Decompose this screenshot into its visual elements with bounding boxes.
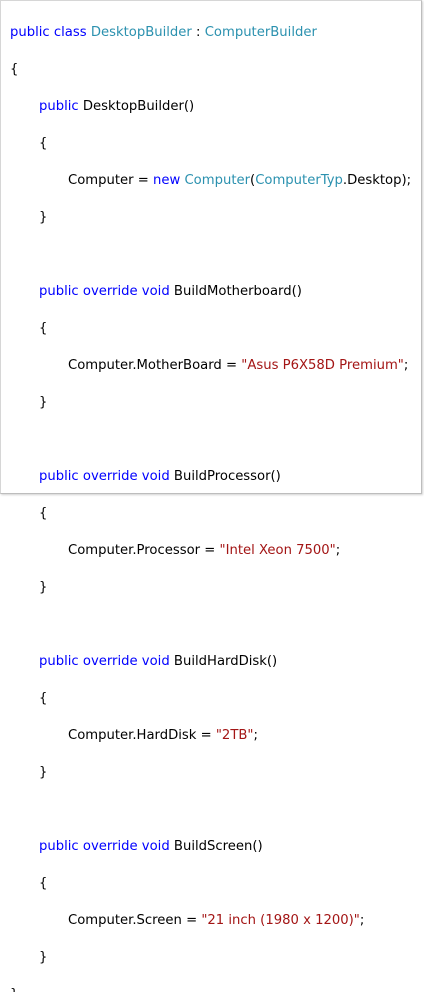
ctor-open-brace: { [10,135,411,154]
method-open-brace: { [10,690,411,709]
blank-line [10,801,411,820]
method-name: BuildMotherboard() [174,284,302,299]
assign-lhs: Computer.Screen = [68,913,201,928]
ctor-signature: DesktopBuilder() [83,99,194,114]
ctor-args-rest: .Desktop); [343,173,411,188]
assign-lhs: Computer.MotherBoard = [68,358,241,373]
ctor-close-brace: } [10,209,411,228]
base-class-name: ComputerBuilder [205,25,317,40]
ctor-declaration: public DesktopBuilder() [10,98,411,117]
class-declaration: public class DesktopBuilder : ComputerBu… [10,24,411,43]
blank-line [10,431,411,450]
method-open-brace: { [10,320,411,339]
code-block: public class DesktopBuilder : ComputerBu… [10,5,411,992]
computer-type: Computer [184,173,250,188]
class-modifiers: public class [10,25,87,40]
class-close-brace: } [10,986,411,992]
method-declaration: public override void BuildMotherboard() [10,283,411,302]
ctor-body-statement: Computer = new Computer(ComputerTyp.Desk… [10,172,411,191]
string-literal: "Intel Xeon 7500" [220,543,336,558]
method-declaration: public override void BuildProcessor() [10,468,411,487]
statement-end: ; [336,543,340,558]
method-close-brace: } [10,764,411,783]
method-modifiers: public override void [39,654,170,669]
method-modifiers: public override void [39,839,170,854]
blank-line [10,246,411,265]
assign-lhs: Computer.Processor = [68,543,220,558]
method-open-brace: { [10,875,411,894]
method-close-brace: } [10,579,411,598]
method-declaration: public override void BuildScreen() [10,838,411,857]
string-literal: "Asus P6X58D Premium" [241,358,404,373]
blank-line [10,616,411,635]
string-literal: "2TB" [216,728,254,743]
method-modifiers: public override void [39,284,170,299]
method-name: BuildProcessor() [174,469,281,484]
inheritance-colon: : [196,25,200,40]
assign-lhs: Computer.HardDisk = [68,728,216,743]
method-body-statement: Computer.Processor = "Intel Xeon 7500"; [10,542,411,561]
class-open-brace: { [10,61,411,80]
class-name: DesktopBuilder [91,25,192,40]
string-literal: "21 inch (1980 x 1200)" [201,913,360,928]
code-screenshot: public class DesktopBuilder : ComputerBu… [0,0,422,494]
statement-end: ; [360,913,364,928]
statement-end: ; [404,358,408,373]
ctor-assign-lhs: Computer = [68,173,153,188]
computer-typ-enum: ComputerTyp [255,173,343,188]
ctor-modifier: public [39,99,79,114]
method-body-statement: Computer.HardDisk = "2TB"; [10,727,411,746]
method-name: BuildHardDisk() [174,654,277,669]
method-name: BuildScreen() [174,839,263,854]
method-declaration: public override void BuildHardDisk() [10,653,411,672]
method-close-brace: } [10,949,411,968]
method-open-brace: { [10,505,411,524]
method-body-statement: Computer.MotherBoard = "Asus P6X58D Prem… [10,357,411,376]
method-modifiers: public override void [39,469,170,484]
method-close-brace: } [10,394,411,413]
method-body-statement: Computer.Screen = "21 inch (1980 x 1200)… [10,912,411,931]
statement-end: ; [253,728,257,743]
new-keyword: new [153,173,180,188]
